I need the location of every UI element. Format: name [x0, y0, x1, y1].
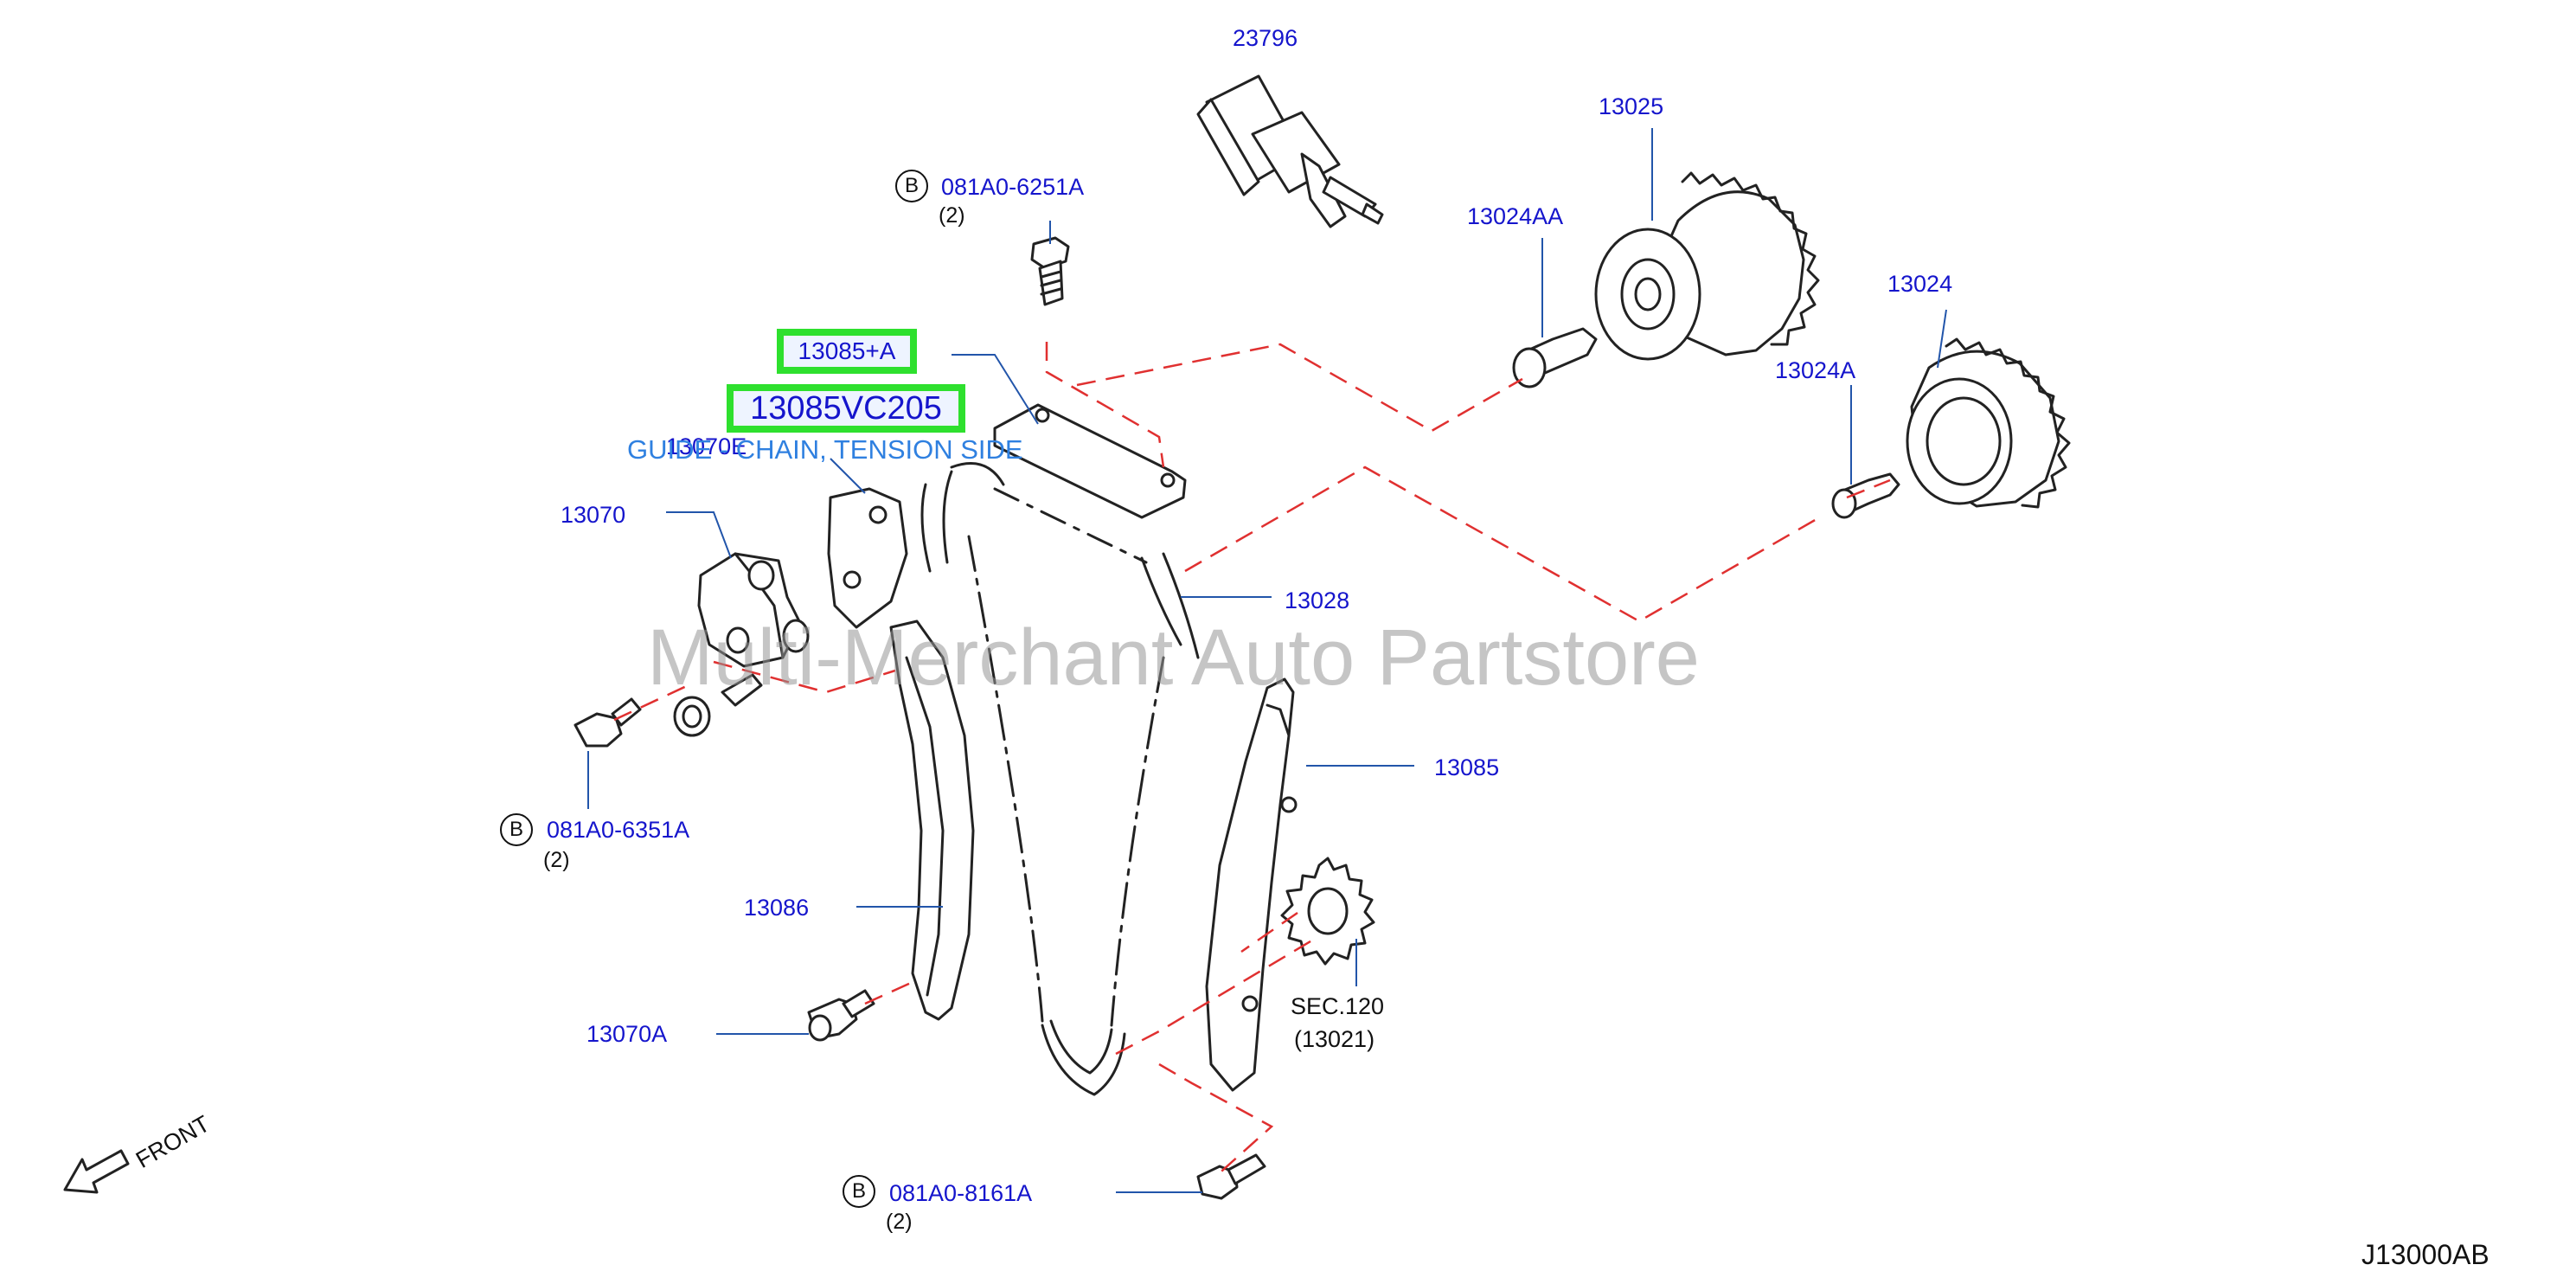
part-label-13085[interactable]: 13085	[1434, 754, 1500, 780]
bolt-badge-b: B	[500, 813, 533, 846]
part-label-13070[interactable]: 13070	[561, 502, 626, 528]
pivot-bolt-13070A-part	[807, 989, 875, 1042]
front-arrow-icon	[63, 1149, 130, 1194]
bolt-label-081A0-6351A[interactable]: 081A0-6351A	[547, 817, 690, 843]
reference-lines	[613, 342, 1891, 1178]
timing-chain-part	[920, 462, 1200, 1096]
part-label-23796[interactable]: 23796	[1233, 25, 1298, 51]
part-label-13070E[interactable]: 13070E	[666, 433, 747, 459]
section-ref-sub: (13021)	[1294, 1026, 1375, 1052]
watermark: Multi-Merchant Auto Partstore	[647, 613, 1700, 702]
bolt-081A0-8161A-part	[1196, 1153, 1266, 1200]
tension-guide-part	[1205, 677, 1298, 1092]
part-label-13070A[interactable]: 13070A	[586, 1021, 668, 1047]
part-label-13024AA[interactable]: 13024AA	[1467, 203, 1564, 229]
bolt-081A0-6251A-part	[1030, 236, 1070, 306]
guide-chain-tension-side-upper-part	[993, 403, 1187, 519]
part-label-13086[interactable]: 13086	[744, 895, 810, 921]
exhaust-sprocket-part	[1906, 337, 2071, 509]
cam-bolt-13024AA-part	[1512, 327, 1598, 388]
chain-tensioner-part	[673, 552, 810, 737]
highlighted-part-description: GUIDE - CHAIN, TENSION SIDE	[627, 434, 1023, 465]
bolt-qty: (2)	[886, 1210, 913, 1234]
bolt-label-081A0-6251A[interactable]: 081A0-6251A	[941, 174, 1085, 200]
camshaft-sprocket-part	[1594, 171, 1820, 361]
bolt-qty: (2)	[543, 848, 570, 872]
bolt-label-081A0-8161A[interactable]: 081A0-8161A	[889, 1180, 1033, 1206]
solenoid-valve-part	[1196, 74, 1384, 228]
highlighted-part-number[interactable]: 13085VC205	[727, 384, 965, 433]
highlighted-part-ref[interactable]: 13085+A	[777, 329, 917, 374]
bolt-badge-b: B	[895, 170, 928, 202]
crankshaft-sprocket-part	[1280, 857, 1375, 966]
part-label-13025[interactable]: 13025	[1599, 93, 1664, 119]
tensioner-gasket-part	[827, 487, 908, 629]
bolt-qty: (2)	[939, 203, 965, 228]
diagram-code: J13000AB	[2361, 1239, 2489, 1270]
part-label-13024[interactable]: 13024	[1887, 271, 1953, 297]
bolt-081A0-6351A-part	[574, 697, 642, 748]
slack-guide-part	[889, 620, 975, 1021]
part-label-13028[interactable]: 13028	[1285, 587, 1350, 613]
bolt-badge-b: B	[843, 1175, 875, 1208]
part-label-13024A[interactable]: 13024A	[1775, 357, 1856, 383]
leader-lines	[587, 128, 1947, 1193]
section-ref-label[interactable]: SEC.120	[1291, 993, 1385, 1019]
